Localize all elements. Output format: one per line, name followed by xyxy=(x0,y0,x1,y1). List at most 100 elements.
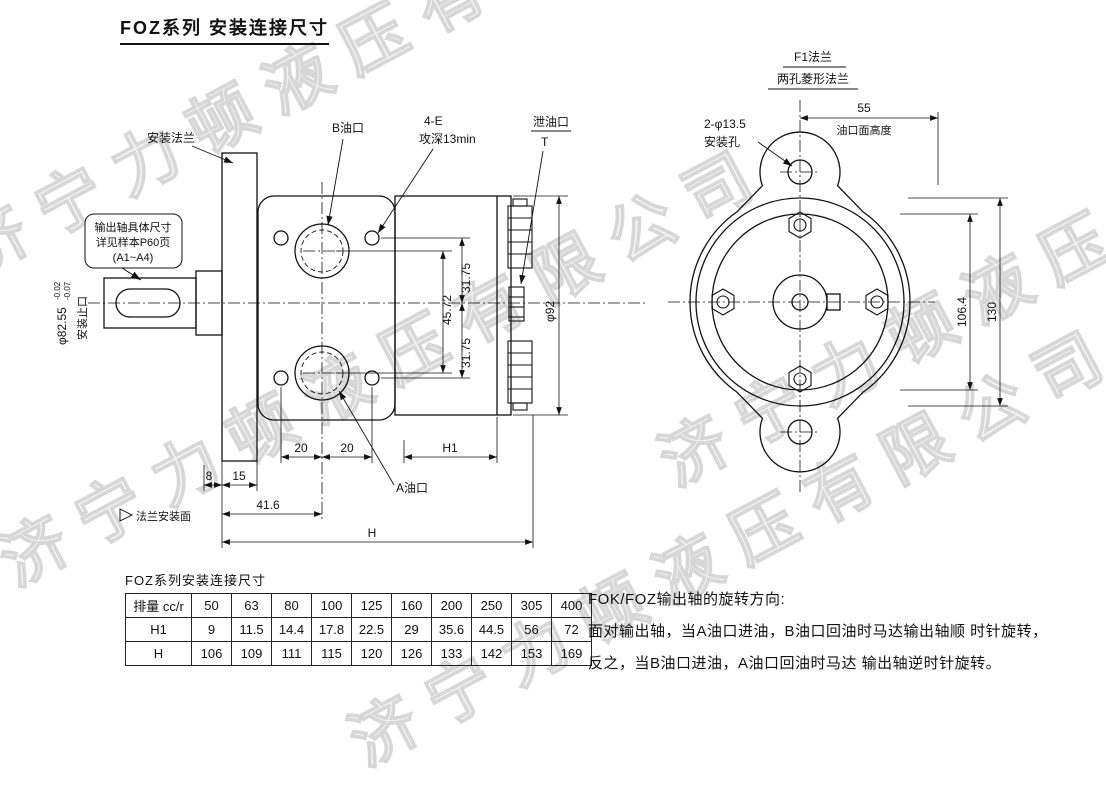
dimension-table-block: FOZ系列安装连接尺寸 排量 cc/r 50 63 80 100 125 160… xyxy=(125,570,592,666)
table-header-cell: 排量 cc/r xyxy=(125,593,192,618)
bolt-hole xyxy=(273,230,289,246)
table-row: H1 9 11.5 14.4 17.8 22.5 29 35.6 44.5 56… xyxy=(125,617,592,642)
table-cell: 133 xyxy=(431,641,472,666)
dim-8: 8 xyxy=(206,469,213,483)
drain-port-fitting xyxy=(508,286,525,322)
table-title: FOZ系列安装连接尺寸 xyxy=(125,573,266,588)
table-cell: 11.5 xyxy=(231,617,272,642)
dim-106-4: 106.4 xyxy=(955,297,969,327)
shaft-note-box xyxy=(84,213,183,281)
table-cell: 153 xyxy=(511,641,552,666)
page-title: FOZ系列 安装连接尺寸 xyxy=(120,14,329,45)
spigot-label: 安装止口 xyxy=(75,296,89,340)
square-port-flange xyxy=(257,195,396,421)
dim-20-right: 20 xyxy=(340,441,354,455)
flange-face-label: 法兰安装面 xyxy=(136,509,191,523)
motor-body-circle xyxy=(695,197,905,407)
table-header-cell: 63 xyxy=(231,593,272,618)
port-b-label: B油口 xyxy=(332,121,364,135)
side-view xyxy=(84,152,648,520)
table-header-cell: 400 xyxy=(551,593,592,618)
table-cell: H1 xyxy=(125,617,192,642)
front-view xyxy=(668,100,935,492)
dim-31-75-upper: 31.75 xyxy=(459,263,473,293)
table-cell: 9 xyxy=(191,617,232,642)
mounting-flange-plate xyxy=(221,152,258,462)
table-header-cell: 305 xyxy=(511,593,552,618)
mounting-hole-bottom xyxy=(787,419,813,445)
shaft-keyway xyxy=(115,288,181,318)
spigot-diameter-label: φ82.55 -0.02 -0.07 xyxy=(53,281,72,345)
front-view-centerlines xyxy=(668,100,935,492)
rotation-notes: FOK/FOZ输出轴的旋转方向: 面对输出轴，当A油口进油，B油口回油时马达输出… xyxy=(588,588,1093,684)
side-view-texts: 输出轴具体尺寸 详见样本P60页 (A1~A4) xyxy=(95,220,172,264)
front-view-dimensions: 55 油口面高度 106.4 130 xyxy=(800,101,1008,407)
f1-flange-label: F1法兰 xyxy=(794,50,832,64)
dimension-table: 排量 cc/r 50 63 80 100 125 160 200 250 305… xyxy=(125,593,592,666)
side-view-callouts: 安装法兰 B油口 4-E 攻深13min 泄油口 T A油口 法兰安装面 xyxy=(119,114,571,523)
bolt-hole xyxy=(364,230,380,246)
table-cell: 56 xyxy=(511,617,552,642)
mount-holes-sub-label: 安装孔 xyxy=(704,134,740,149)
drain-port-t-label: T xyxy=(541,135,549,149)
tap-depth-label: 攻深13min xyxy=(419,132,476,146)
table-cell: 126 xyxy=(391,641,432,666)
key-slot xyxy=(826,293,841,311)
table-cell: 109 xyxy=(231,641,272,666)
dim-31-75-lower: 31.75 xyxy=(459,338,473,368)
bolt-hole xyxy=(364,370,380,386)
table-row: H 106 109 111 115 120 126 133 142 153 16… xyxy=(125,641,592,666)
mounting-hole-top xyxy=(787,159,813,185)
table-cell: 111 xyxy=(271,641,312,666)
side-view-centerlines xyxy=(88,182,648,520)
table-cell: 35.6 xyxy=(431,617,472,642)
table-cell: 22.5 xyxy=(351,617,392,642)
table-cell: 142 xyxy=(471,641,512,666)
flange-face-marker-icon xyxy=(119,508,134,522)
tolerance-lower: -0.07 xyxy=(63,281,72,300)
notes-title: FOK/FOZ输出轴的旋转方向: xyxy=(588,591,786,608)
svg-text:安装止口: 安装止口 xyxy=(75,296,89,340)
diamond-flange-outline xyxy=(689,131,911,473)
svg-text:φ82.55: φ82.55 xyxy=(55,307,69,345)
bolt-hole xyxy=(273,370,289,386)
mounting-flange-label: 安装法兰 xyxy=(147,130,195,145)
table-header-cell: 250 xyxy=(471,593,512,618)
mount-holes-label: 2-φ13.5 xyxy=(704,117,746,131)
shaft-note-line3: (A1~A4) xyxy=(113,252,154,264)
port-a-label: A油口 xyxy=(396,481,428,495)
tolerance-upper: -0.02 xyxy=(53,281,62,300)
shaft-hub xyxy=(772,274,841,330)
shaft-note-line1: 输出轴具体尺寸 xyxy=(95,220,172,234)
f1-flange-sub-label: 两孔菱形法兰 xyxy=(777,72,849,86)
dim-h1: H1 xyxy=(442,441,458,455)
port-face-height-label: 油口面高度 xyxy=(837,123,892,137)
table-cell: 29 xyxy=(391,617,432,642)
table-cell: 106 xyxy=(191,641,232,666)
hex-bolts xyxy=(711,211,889,393)
bottom-port-fitting xyxy=(507,340,533,411)
side-view-dimensions: 45.72 31.75 31.75 φ92 20 20 H1 8 15 xyxy=(203,195,568,548)
table-header-cell: 50 xyxy=(191,593,232,618)
tap-label: 4-E xyxy=(424,114,443,128)
dim-45-72: 45.72 xyxy=(440,295,454,325)
table-cell: 120 xyxy=(351,641,392,666)
front-view-labels: F1法兰 两孔菱形法兰 2-φ13.5 安装孔 xyxy=(704,50,858,167)
notes-line2: 反之，当B油口进油，A油口回油时马达 输出轴逆时针旋转。 xyxy=(588,655,1002,672)
drain-port-label: 泄油口 xyxy=(533,115,569,129)
dim-130: 130 xyxy=(985,302,999,322)
table-header-cell: 125 xyxy=(351,593,392,618)
output-shaft xyxy=(103,270,223,336)
table-cell: 44.5 xyxy=(471,617,512,642)
dim-55: 55 xyxy=(857,101,871,115)
notes-line1: 面对输出轴，当A油口进油，B油口回油时马达输出轴顺 时针旋转， xyxy=(588,623,1048,640)
dim-20-left: 20 xyxy=(294,441,308,455)
table-cell: 72 xyxy=(551,617,592,642)
dim-41-6: 41.6 xyxy=(256,498,280,512)
dim-15: 15 xyxy=(232,469,246,483)
table-cell: 14.4 xyxy=(271,617,312,642)
motor-body xyxy=(394,195,512,416)
table-header-cell: 200 xyxy=(431,593,472,618)
table-header-cell: 100 xyxy=(311,593,352,618)
shaft-note-line2: 详见样本P60页 xyxy=(96,235,171,249)
